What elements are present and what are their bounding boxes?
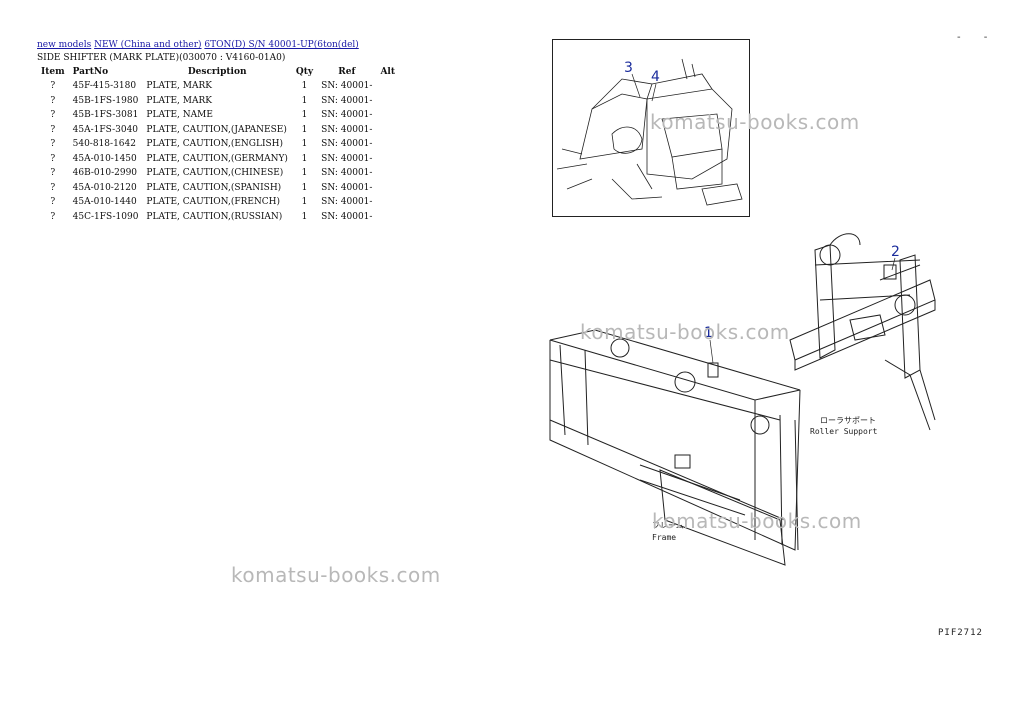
label-roller-support-en: Roller Support bbox=[810, 427, 878, 436]
cell-qty: 1 bbox=[301, 211, 308, 222]
page-code: PIF2712 bbox=[938, 628, 983, 638]
cell-ref: SN: 40001- bbox=[321, 139, 373, 150]
cell-ref: SN: 40001- bbox=[321, 95, 373, 106]
breadcrumb-link-new-models[interactable]: new models bbox=[37, 40, 92, 50]
cell-item: ? bbox=[50, 139, 56, 150]
cell-ref: SN: 40001- bbox=[321, 81, 373, 92]
header-alt: Alt bbox=[380, 67, 396, 77]
cell-item: ? bbox=[50, 182, 56, 193]
cell-ref: SN: 40001- bbox=[321, 197, 373, 208]
table-row: ? 45B-1FS-3081 PLATE, NAME 1 SN: 40001- bbox=[37, 108, 399, 123]
table-row: ? 45B-1FS-1980 PLATE, MARK 1 SN: 40001- bbox=[37, 94, 399, 109]
cell-partno: 45A-010-2120 bbox=[72, 182, 137, 193]
label-frame-jp: フレーム bbox=[652, 521, 684, 530]
callout-1: 1 bbox=[704, 325, 713, 341]
cell-description: PLATE, MARK bbox=[146, 81, 212, 92]
cell-item: ? bbox=[50, 110, 56, 121]
cell-description: PLATE, NAME bbox=[146, 110, 213, 121]
table-row: ? 45A-010-1440 PLATE, CAUTION,(FRENCH) 1 SN:… bbox=[37, 195, 399, 210]
watermark-3: komatsu-books.com bbox=[652, 509, 862, 533]
cell-description: PLATE, CAUTION,(CHINESE) bbox=[146, 168, 284, 179]
label-roller-support-jp: ローラサポート bbox=[820, 416, 876, 425]
cell-qty: 1 bbox=[301, 139, 308, 150]
cell-item: ? bbox=[50, 153, 56, 164]
cell-partno: 46B-010-2990 bbox=[72, 168, 138, 179]
cell-item: ? bbox=[50, 197, 56, 208]
table-header-row: Item PartNo Description Qty Ref Alt bbox=[37, 66, 399, 79]
cell-ref: SN: 40001- bbox=[321, 168, 373, 179]
header-qty: Qty bbox=[295, 67, 314, 77]
page-title: SIDE SHIFTER (MARK PLATE)(030070 : V4160… bbox=[37, 53, 286, 63]
cell-ref: SN: 40001- bbox=[321, 182, 373, 193]
table-row: ? 45A-010-1450 PLATE, CAUTION,(GERMANY) 1 SN… bbox=[37, 152, 399, 167]
cell-alt bbox=[376, 94, 399, 109]
header-item: Item bbox=[41, 67, 65, 77]
cell-qty: 1 bbox=[301, 197, 308, 208]
watermark-1: komatsu-books.com bbox=[650, 110, 860, 134]
cell-partno: 45A-010-1440 bbox=[72, 197, 137, 208]
cell-partno: 45B-1FS-3081 bbox=[72, 110, 139, 121]
cell-ref: SN: 40001- bbox=[321, 110, 373, 121]
header-description: Description bbox=[187, 67, 247, 77]
callout-3: 3 bbox=[624, 60, 633, 76]
table-row: ? 46B-010-2990 PLATE, CAUTION,(CHINESE) 1 SN… bbox=[37, 166, 399, 181]
callout-2: 2 bbox=[891, 244, 900, 260]
cell-description: PLATE, CAUTION,(JAPANESE) bbox=[146, 124, 287, 135]
breadcrumb: new models NEW (China and other) 6TON(D)… bbox=[37, 40, 359, 50]
corner-marks: - - bbox=[957, 32, 998, 43]
cell-qty: 1 bbox=[301, 110, 308, 121]
header-partno: PartNo bbox=[72, 67, 109, 77]
cell-alt bbox=[376, 137, 399, 152]
cell-qty: 1 bbox=[301, 124, 308, 135]
table-row: ? 45C-1FS-1090 PLATE, CAUTION,(RUSSIAN) 1 SN… bbox=[37, 210, 399, 225]
breadcrumb-link-model[interactable]: 6TON(D) S/N 40001-UP(6ton(del) bbox=[204, 40, 359, 50]
cell-partno: 45C-1FS-1090 bbox=[72, 211, 139, 222]
cell-description: PLATE, MARK bbox=[146, 95, 212, 106]
cell-ref: SN: 40001- bbox=[321, 211, 373, 222]
cell-ref: SN: 40001- bbox=[321, 153, 373, 164]
cell-alt bbox=[376, 181, 399, 196]
cell-description: PLATE, CAUTION,(GERMANY) bbox=[146, 153, 288, 164]
cell-partno: 540-818-1642 bbox=[72, 139, 136, 150]
cell-description: PLATE, CAUTION,(FRENCH) bbox=[146, 197, 281, 208]
cell-item: ? bbox=[50, 168, 56, 179]
cell-item: ? bbox=[50, 211, 56, 222]
cell-qty: 1 bbox=[301, 182, 308, 193]
header-ref: Ref bbox=[338, 67, 356, 77]
table-row: ? 45F-415-3180 PLATE, MARK 1 SN: 40001- bbox=[37, 79, 399, 94]
cell-description: PLATE, CAUTION,(ENGLISH) bbox=[146, 139, 284, 150]
cell-qty: 1 bbox=[301, 81, 308, 92]
watermark-2: komatsu-books.com bbox=[580, 320, 790, 344]
inset-diagram: 3 4 bbox=[552, 39, 750, 217]
cell-alt bbox=[376, 123, 399, 138]
watermark-4: komatsu-books.com bbox=[231, 563, 441, 587]
cell-alt bbox=[376, 210, 399, 225]
cell-description: PLATE, CAUTION,(SPANISH) bbox=[146, 182, 282, 193]
cell-partno: 45F-415-3180 bbox=[72, 81, 137, 92]
table-row: ? 45A-1FS-3040 PLATE, CAUTION,(JAPANESE) 1 S… bbox=[37, 123, 399, 138]
parts-table: Item PartNo Description Qty Ref Alt ? 45F… bbox=[37, 66, 399, 224]
cell-alt bbox=[376, 166, 399, 181]
cell-alt bbox=[376, 79, 399, 94]
main-diagram: 1 2 ローラサポート Roller Support フレーム Frame bbox=[549, 233, 936, 566]
cell-item: ? bbox=[50, 81, 56, 92]
cell-description: PLATE, CAUTION,(RUSSIAN) bbox=[146, 211, 283, 222]
cell-item: ? bbox=[50, 95, 56, 106]
cell-qty: 1 bbox=[301, 153, 308, 164]
cell-partno: 45A-1FS-3040 bbox=[72, 124, 139, 135]
label-frame-en: Frame bbox=[652, 533, 676, 542]
cell-alt bbox=[376, 195, 399, 210]
cell-partno: 45B-1FS-1980 bbox=[72, 95, 139, 106]
callout-4: 4 bbox=[651, 69, 660, 85]
breadcrumb-link-new-china[interactable]: NEW (China and other) bbox=[94, 40, 202, 50]
cell-alt bbox=[376, 108, 399, 123]
cell-item: ? bbox=[50, 124, 56, 135]
table-row: ? 45A-010-2120 PLATE, CAUTION,(SPANISH) 1 SN… bbox=[37, 181, 399, 196]
table-row: ? 540-818-1642 PLATE, CAUTION,(ENGLISH) 1 SN… bbox=[37, 137, 399, 152]
cell-partno: 45A-010-1450 bbox=[72, 153, 137, 164]
cell-ref: SN: 40001- bbox=[321, 124, 373, 135]
cell-qty: 1 bbox=[301, 168, 308, 179]
cell-qty: 1 bbox=[301, 95, 308, 106]
cell-alt bbox=[376, 152, 399, 167]
